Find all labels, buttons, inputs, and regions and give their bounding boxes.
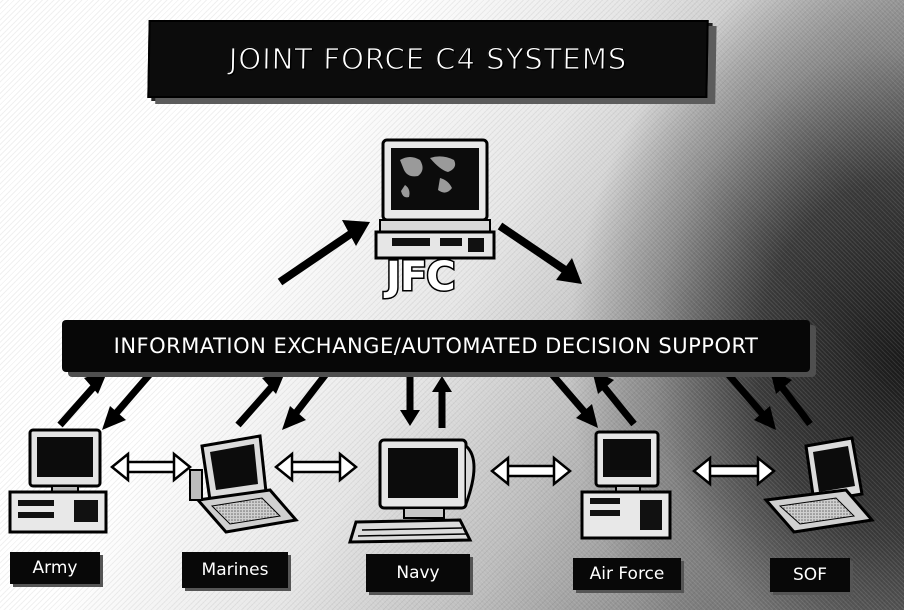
info-exchange-bar: INFORMATION EXCHANGE/AUTOMATED DECISION … xyxy=(62,320,810,372)
double-arrow-airforce-sof xyxy=(692,455,776,487)
arrow-marines-down xyxy=(282,371,329,430)
arrow-army-up xyxy=(57,370,108,428)
jfc-computer-icon xyxy=(374,138,496,260)
node-label-army: Army xyxy=(10,552,100,584)
arrow-airforce-down xyxy=(547,369,598,428)
arrow-navy-down xyxy=(400,374,420,426)
airforce-computer-icon xyxy=(580,430,672,540)
arrow-sof-up xyxy=(770,370,813,427)
sof-laptop-icon xyxy=(763,436,875,534)
arrow-army-down xyxy=(102,371,153,430)
double-arrow-navy-airforce xyxy=(490,455,572,487)
double-arrow-army-marines xyxy=(110,451,192,483)
marines-laptop-icon xyxy=(189,434,299,534)
arrow-marines-up xyxy=(235,370,286,428)
world-map-icon xyxy=(400,156,456,198)
node-label-airforce: Air Force xyxy=(573,558,681,590)
node-label-navy: Navy xyxy=(366,554,470,592)
army-computer-icon xyxy=(8,428,108,534)
arrow-navy-up xyxy=(432,376,452,428)
info-exchange-label: INFORMATION EXCHANGE/AUTOMATED DECISION … xyxy=(113,334,759,358)
double-arrow-marines-navy xyxy=(274,451,358,483)
arrow-sof-down xyxy=(725,371,776,430)
navy-computer-icon xyxy=(347,438,476,544)
node-label-sof: SOF xyxy=(770,558,850,592)
arrow-down-from-jfc xyxy=(497,222,582,284)
arrow-up-to-jfc xyxy=(277,220,370,286)
node-label-marines: Marines xyxy=(182,552,288,588)
arrow-airforce-up xyxy=(592,370,637,427)
jfc-label: JFC xyxy=(385,254,458,300)
